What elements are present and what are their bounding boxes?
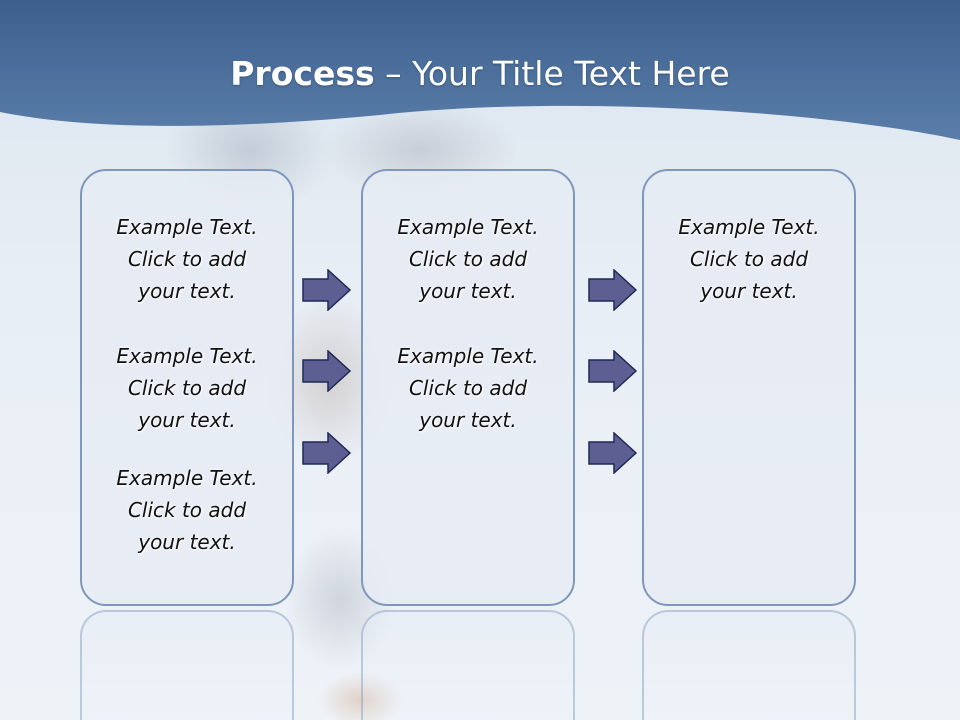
text-block[interactable]: Example Text. Click to add your text. [363,211,573,307]
text-block[interactable]: Example Text. Click to add your text. [82,462,292,558]
header-band [0,0,960,140]
text-block[interactable]: Example Text. Click to add your text. [82,340,292,436]
block-line: Example Text. [397,215,539,239]
arrow-right-icon [588,432,638,474]
block-line: Click to add [408,247,528,271]
text-block[interactable]: Example Text. Click to add your text. [363,340,573,436]
block-line: Click to add [127,247,247,271]
process-step-3-box[interactable]: Example Text. Click to add your text. [642,169,856,606]
text-block[interactable]: Example Text. Click to add your text. [644,211,854,307]
arrow-right-icon [588,269,638,311]
block-line: Example Text. [397,344,539,368]
block-line: Click to add [127,376,247,400]
block-line: your text. [138,530,236,554]
slide-title[interactable]: Process – Your Title Text Here [0,50,960,98]
title-rest-text: – Your Title Text Here [374,54,730,93]
block-line: Example Text. [116,466,258,490]
text-block[interactable]: Example Text. Click to add your text. [82,211,292,307]
block-line: your text. [419,408,517,432]
panel-reflection [642,610,856,720]
block-line: Example Text. [116,344,258,368]
arrow-right-icon [302,269,352,311]
arrow-right-icon [302,432,352,474]
arrow-right-icon [302,350,352,392]
block-line: your text. [419,279,517,303]
panel-reflection [361,610,575,720]
process-step-2-box[interactable]: Example Text. Click to add your text. Ex… [361,169,575,606]
block-line: Example Text. [678,215,820,239]
title-bold-text: Process [230,54,375,93]
block-line: Click to add [408,376,528,400]
block-line: Example Text. [116,215,258,239]
block-line: Click to add [127,498,247,522]
block-line: your text. [138,279,236,303]
block-line: your text. [700,279,798,303]
panel-reflection [80,610,294,720]
arrow-right-icon [588,350,638,392]
block-line: Click to add [689,247,809,271]
process-step-1-box[interactable]: Example Text. Click to add your text. Ex… [80,169,294,606]
block-line: your text. [138,408,236,432]
